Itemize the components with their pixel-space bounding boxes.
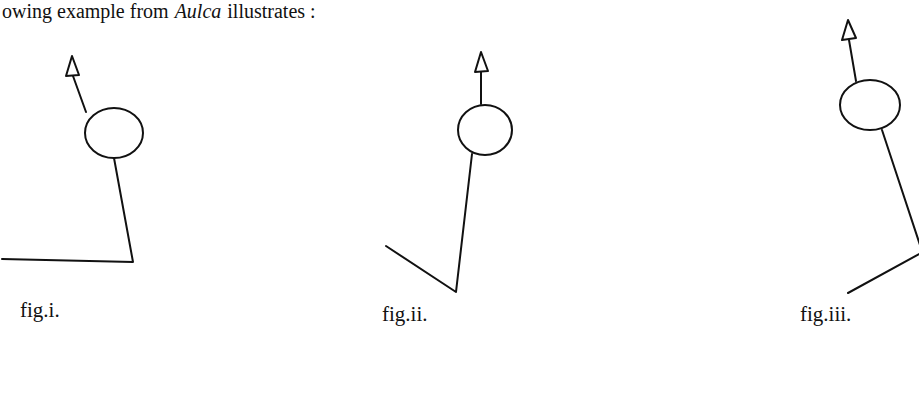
arrow-head <box>475 52 488 72</box>
stick-body <box>848 130 919 293</box>
arrow-head <box>66 56 79 76</box>
arrow-shaft <box>73 76 86 112</box>
body-text: illustrates : <box>227 0 315 22</box>
head-ellipse <box>85 108 143 158</box>
arrow-shaft <box>849 40 856 81</box>
head-ellipse <box>458 105 512 155</box>
stick-body <box>2 158 133 262</box>
figure-caption: fig.i. <box>20 298 60 322</box>
intro-line: owing example from Aulcaillustrates : <box>2 0 316 22</box>
body-text: owing example from <box>2 0 169 22</box>
figure-caption: fig.ii. <box>382 302 428 326</box>
arrow-head <box>842 20 856 40</box>
head-ellipse <box>840 80 900 130</box>
species-name: Aulca <box>175 0 222 22</box>
stick-body <box>386 154 472 292</box>
figure-caption: fig.iii. <box>800 302 851 326</box>
arrow-shaft <box>480 72 482 104</box>
